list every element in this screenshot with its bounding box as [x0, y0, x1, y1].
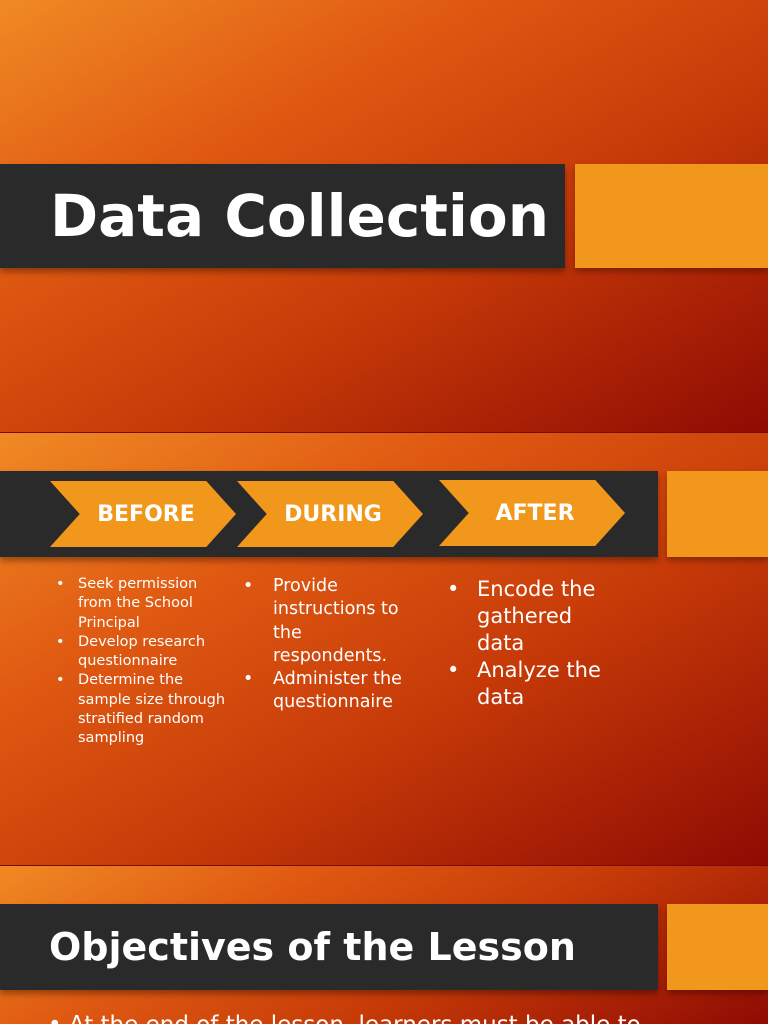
stage-label-before: BEFORE [97, 501, 195, 527]
title-bar: Data Collection [0, 164, 565, 268]
after-list: Encode the gathered data Analyze the dat… [447, 576, 622, 711]
during-column: Provide instructions to the respondents.… [243, 575, 418, 715]
accent-block [667, 471, 768, 557]
accent-block [667, 904, 768, 990]
list-item: Develop research questionnaire [56, 633, 226, 672]
list-item: Provide instructions to the respondents. [243, 575, 418, 668]
list-item: Determine the sample size through strati… [56, 671, 226, 748]
title-bar: Objectives of the Lesson [0, 904, 658, 990]
during-list: Provide instructions to the respondents.… [243, 575, 418, 715]
slide-title: Data Collection [50, 182, 549, 250]
list-item: Encode the gathered data [447, 576, 622, 657]
list-item: Analyze the data [447, 657, 622, 711]
before-list: Seek permission from the School Principa… [56, 575, 226, 749]
accent-block [575, 164, 768, 268]
objectives-intro-text: • At the end of the lesson, learners mus… [48, 1011, 641, 1024]
list-item: Administer the questionnaire [243, 668, 418, 715]
slide-title: Objectives of the Lesson [49, 925, 576, 969]
stage-chevron-during: DURING [237, 481, 423, 547]
slide-process-stages: BEFORE DURING AFTER Seek permission from… [0, 433, 768, 865]
stage-label-after: AFTER [495, 500, 575, 526]
stage-chevron-after: AFTER [439, 480, 625, 546]
stage-label-during: DURING [284, 501, 382, 527]
list-item: Seek permission from the School Principa… [56, 575, 226, 633]
slide-objectives: Objectives of the Lesson • At the end of… [0, 866, 768, 1024]
stage-chevron-before: BEFORE [50, 481, 236, 547]
slide-data-collection: Data Collection [0, 0, 768, 432]
before-column: Seek permission from the School Principa… [56, 575, 226, 749]
after-column: Encode the gathered data Analyze the dat… [447, 576, 622, 711]
